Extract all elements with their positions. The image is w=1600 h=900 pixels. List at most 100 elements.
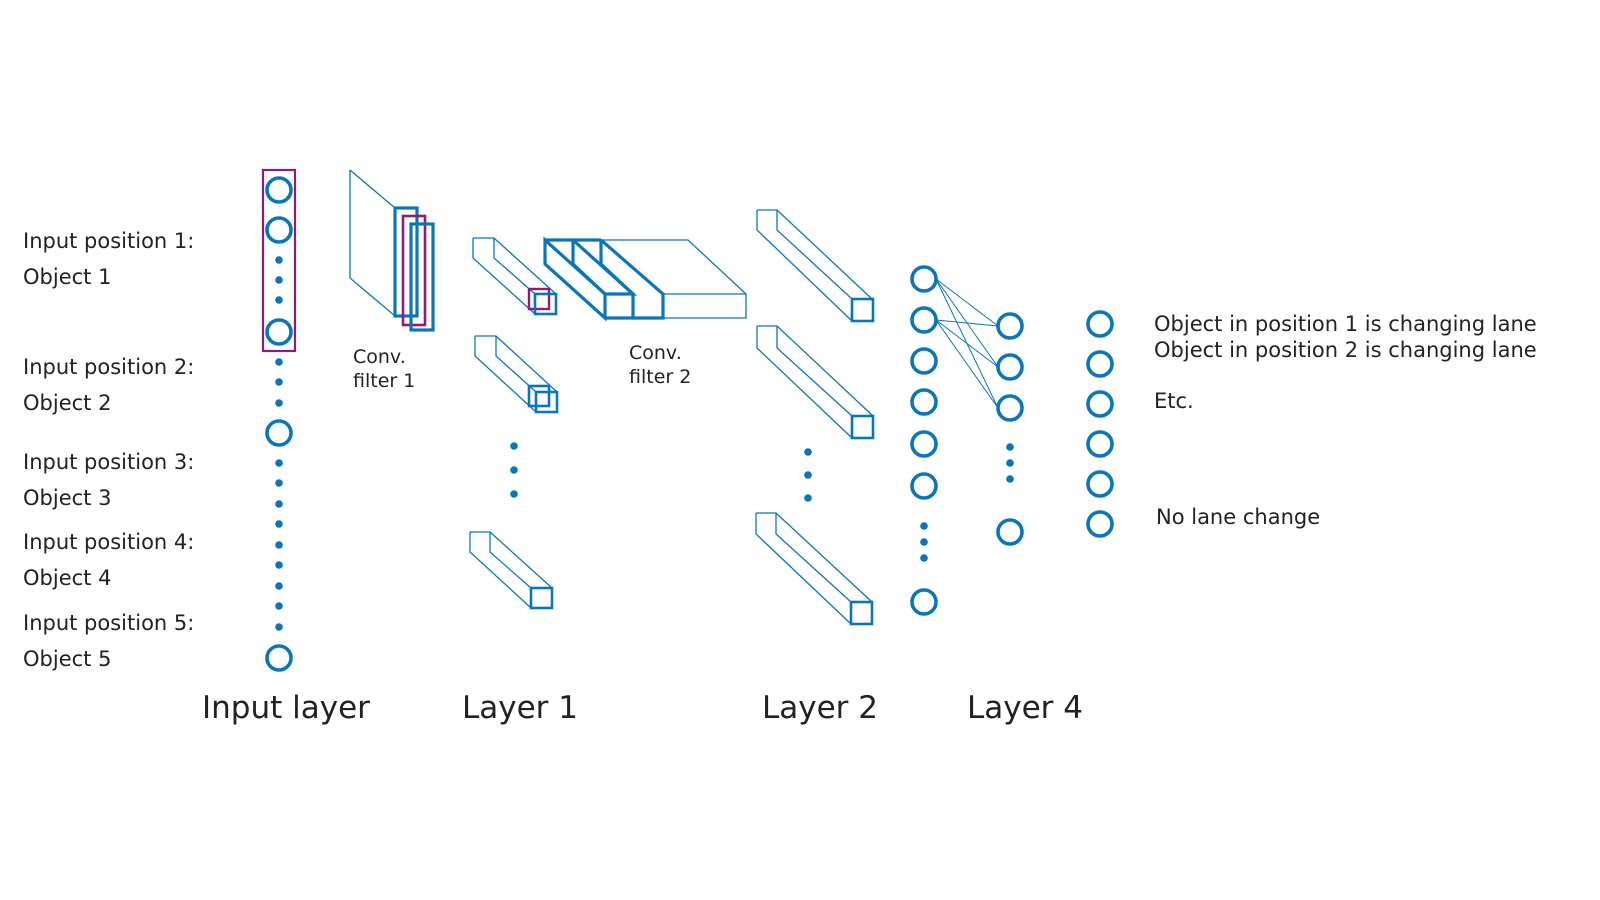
- input-node: [265, 419, 293, 447]
- layer-2-bar-front: [850, 297, 875, 323]
- ellipsis-dot: [275, 520, 283, 528]
- input-layer-title: Input layer: [202, 690, 370, 726]
- ellipsis-dot: [510, 490, 518, 498]
- ellipsis-dot: [275, 399, 283, 407]
- ellipsis-dot: [275, 479, 283, 487]
- filter-1-slice: [393, 206, 419, 318]
- ellipsis-dot: [920, 554, 928, 562]
- filter-2-slab: [571, 240, 635, 320]
- input-layer-column: [261, 168, 297, 672]
- dense-node: [910, 472, 938, 500]
- input-node: [265, 644, 293, 672]
- input-node: [265, 216, 293, 244]
- ellipsis-dot: [920, 522, 928, 530]
- conv-filter-1-label-line1: Conv.: [353, 346, 406, 368]
- dense-layer-nodes: [910, 265, 938, 616]
- input-position-5-label: Input position 5:: [23, 611, 194, 635]
- filter-1-slice-highlight: [401, 214, 427, 327]
- ellipsis-dot: [920, 538, 928, 546]
- dense-node: [910, 430, 938, 458]
- layer-4-node: [996, 312, 1024, 340]
- input-position-2-label: Input position 2:: [23, 355, 194, 379]
- receptive-field-highlight: [261, 168, 297, 353]
- layer-1-bar-back: [527, 384, 551, 408]
- input-object-5-label: Object 5: [23, 647, 111, 671]
- input-position-3-label: Input position 3:: [23, 450, 194, 474]
- dense-node: [910, 588, 938, 616]
- input-position-4-label: Input position 4:: [23, 530, 194, 554]
- layer-1-bar: [469, 531, 553, 609]
- layer-1-feature-maps: [469, 237, 559, 610]
- layer-2-feature-maps: [755, 209, 875, 626]
- layer-1-title: Layer 1: [462, 690, 578, 726]
- layer-2-bar: [755, 512, 873, 625]
- layer-2-title: Layer 2: [762, 690, 878, 726]
- layer-1-bar-front: [529, 586, 554, 610]
- input-node: [265, 176, 293, 204]
- input-object-4-label: Object 4: [23, 566, 111, 590]
- ellipsis-dot: [275, 623, 283, 631]
- ellipsis-dot: [275, 459, 283, 467]
- layer-1-bar-front: [534, 390, 559, 414]
- ellipsis-dot: [275, 256, 283, 264]
- ellipsis-dot: [804, 494, 812, 502]
- output-node: [1086, 470, 1114, 498]
- layer-4-nodes: [996, 312, 1024, 546]
- dense-node: [910, 388, 938, 416]
- ellipsis-dot: [1006, 475, 1014, 483]
- layer-1-bar: [474, 335, 558, 413]
- layer-2-bar-front: [850, 414, 875, 440]
- input-labels: Input position 1: Object 1 Input positio…: [23, 229, 194, 671]
- layer-4-node: [996, 518, 1024, 546]
- conv-filter-2-block: [543, 236, 747, 322]
- ellipsis-dot: [510, 466, 518, 474]
- output-node: [1086, 350, 1114, 378]
- ellipsis-dot: [275, 378, 283, 386]
- input-object-1-label: Object 1: [23, 265, 111, 289]
- output-label-etc: Etc.: [1154, 389, 1194, 413]
- connection-line: [935, 319, 999, 368]
- input-object-3-label: Object 3: [23, 486, 111, 510]
- output-label-no-change: No lane change: [1156, 505, 1320, 529]
- conv-filter-2-label-line1: Conv.: [629, 342, 682, 364]
- filter-2-slab: [573, 238, 665, 320]
- ellipsis-dot: [275, 541, 283, 549]
- output-node: [1086, 510, 1114, 538]
- layer-4-node: [996, 394, 1024, 422]
- layer-titles: Input layer Layer 1 Layer 2 Layer 4: [202, 690, 1083, 726]
- dense-node: [910, 265, 938, 293]
- layer-1-bar: [472, 237, 557, 315]
- input-object-2-label: Object 2: [23, 391, 111, 415]
- ellipsis-dot: [1006, 443, 1014, 451]
- connection-line: [935, 278, 999, 327]
- input-position-1-label: Input position 1:: [23, 229, 194, 253]
- connection-line: [935, 319, 999, 409]
- layer-4-title: Layer 4: [967, 690, 1083, 726]
- output-nodes: [1086, 310, 1114, 538]
- filter-2-prism: [545, 239, 747, 319]
- ellipsis-dot: [1006, 459, 1014, 467]
- output-node: [1086, 310, 1114, 338]
- dense-node: [910, 347, 938, 375]
- output-labels: Object in position 1 is changing lane Ob…: [1154, 312, 1537, 529]
- ellipsis-dot: [275, 296, 283, 304]
- layer-2-bar: [756, 325, 874, 439]
- ellipsis-dot: [275, 500, 283, 508]
- ellipsis-dot: [275, 602, 283, 610]
- ellipsis-dot: [804, 471, 812, 479]
- output-node: [1086, 430, 1114, 458]
- conv-filter-2-label-line2: filter 2: [629, 366, 691, 388]
- output-node: [1086, 390, 1114, 418]
- layer-2-bar-front: [849, 600, 874, 626]
- filter-1-prism-edge: [349, 169, 396, 317]
- ellipsis-dot: [275, 276, 283, 284]
- input-node: [265, 318, 293, 346]
- ellipsis-dot: [804, 448, 812, 456]
- output-label-2: Object in position 2 is changing lane: [1154, 338, 1537, 362]
- layer-4-node: [996, 353, 1024, 381]
- layer-1-bar-front: [533, 292, 558, 316]
- ellipsis-dot: [275, 561, 283, 569]
- layer-1-highlight-square: [527, 287, 551, 311]
- connection-line: [935, 319, 999, 327]
